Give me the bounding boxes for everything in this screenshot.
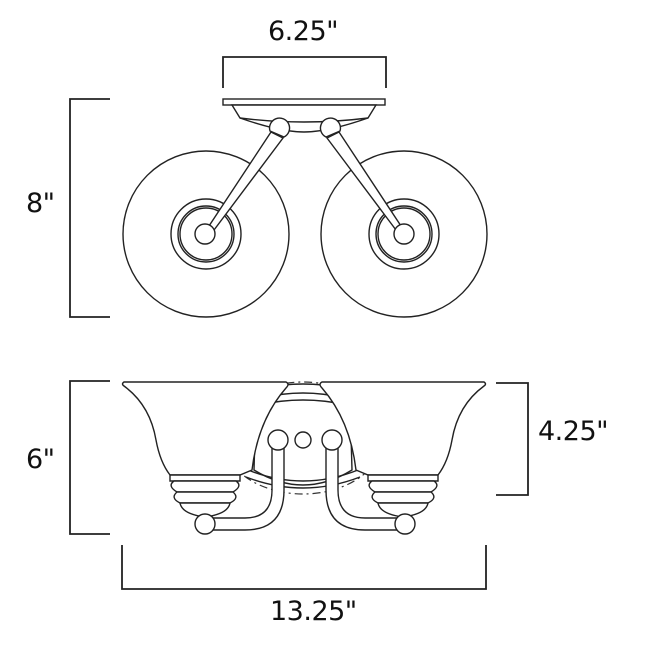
backplate-width-label: 6.25" (268, 16, 339, 47)
right-bell-shade (319, 381, 487, 476)
depth-dimension-line (69, 98, 110, 318)
backplate-rim (222, 98, 386, 106)
height-dimension-line (69, 380, 110, 535)
shade-height-label: 4.25" (538, 416, 609, 447)
left-arm-ball (267, 429, 289, 451)
left-finial (194, 513, 216, 535)
overall-width-label: 13.25" (270, 596, 357, 627)
height-label: 6" (26, 444, 55, 475)
right-arm-joint (319, 117, 342, 138)
top-view (69, 56, 488, 318)
left-curved-arm (209, 447, 285, 531)
overall-width-dimension-line (121, 545, 487, 590)
backplate-width-dimension-line (222, 56, 387, 88)
left-arm-joint (268, 117, 291, 138)
backplate-canopy (230, 104, 378, 133)
right-arm-ball (321, 429, 343, 451)
depth-label: 8" (26, 188, 55, 219)
right-finial (394, 513, 416, 535)
center-screw (294, 431, 312, 449)
shade-height-dimension-line (496, 382, 529, 496)
left-arm-knob (194, 223, 216, 245)
left-bell-shade (121, 381, 289, 476)
front-view (69, 380, 529, 590)
right-arm-knob (393, 223, 415, 245)
